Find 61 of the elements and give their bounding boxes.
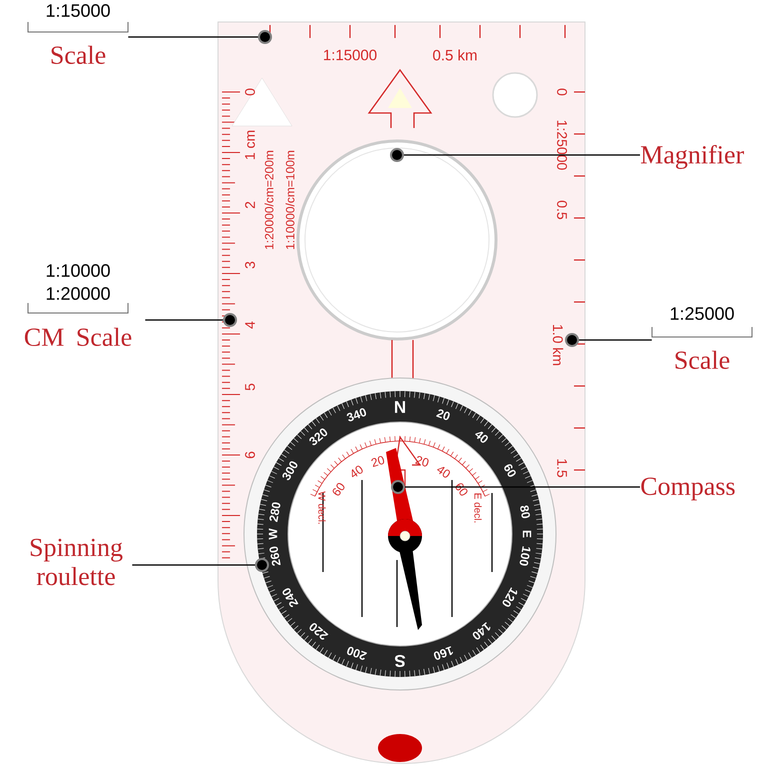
dial-number: S	[395, 654, 406, 668]
callout-label: Compass	[641, 478, 735, 500]
declination-number: W decl.	[318, 491, 326, 524]
scale-number: 1:15000	[324, 50, 376, 60]
dial-number: 240	[282, 588, 298, 607]
leader-line	[145, 319, 223, 321]
scale-number: 4	[245, 322, 255, 329]
dial-number: 20	[436, 409, 450, 420]
leader-line	[128, 36, 258, 38]
dial-number: 320	[309, 428, 328, 446]
dot-marker	[391, 480, 405, 494]
callout-label: 1:25000 Scale	[652, 307, 752, 370]
scale-number: 1.5	[557, 459, 567, 478]
declination-number: 20	[371, 456, 384, 468]
scale-number: 1 cm	[245, 130, 255, 160]
scale-number: 3	[245, 262, 255, 268]
dial-number: 60	[504, 464, 516, 477]
callout-label: Magnifier	[640, 145, 744, 169]
dial-number: N	[395, 401, 405, 413]
scale-number: 5	[245, 384, 255, 390]
dial-number: 100	[520, 546, 530, 566]
scale-number: 1.0 km	[552, 325, 564, 366]
dot-marker	[390, 148, 404, 162]
callout-label: 1:10000 1:20000 CM Scale	[24, 264, 132, 346]
declination-number: E decl.	[474, 494, 482, 522]
dial-number: E	[522, 530, 532, 538]
scale-number: 0.5 km	[433, 49, 476, 60]
scale-number: 0	[245, 88, 255, 96]
dial-number: 340	[346, 408, 366, 422]
leader-line	[132, 564, 255, 566]
dial-number: 300	[282, 461, 298, 480]
scale-number: 6	[245, 452, 255, 458]
leader-line	[404, 154, 640, 156]
scale-number: 0	[557, 88, 567, 96]
declination-number: 20	[415, 456, 429, 466]
dot-marker	[255, 558, 269, 572]
callout-label: 1:15000 Scale	[28, 4, 128, 64]
dial-number: 200	[347, 646, 368, 660]
scale-number: 2	[245, 202, 255, 208]
dial-number: 120	[502, 587, 518, 607]
leader-line	[579, 339, 652, 341]
dial-number: 40	[475, 432, 488, 443]
declination-number: 40	[437, 466, 450, 478]
dial-number: W	[268, 528, 278, 540]
dial-number: 260	[270, 546, 281, 566]
dot-marker	[565, 333, 579, 347]
scale-number: 1:20000/cm=200m	[264, 150, 274, 249]
callout-label: Spinning roulette	[30, 538, 122, 586]
declination-number: 60	[332, 482, 344, 496]
scale-number: 1:25000	[557, 120, 567, 170]
dial-number: 140	[472, 622, 490, 640]
scale-number: 0.5	[557, 200, 567, 220]
dot-marker	[258, 30, 272, 44]
dot-marker	[223, 313, 237, 327]
scale-number: 1:10000/cm=100m	[286, 150, 294, 249]
dial-number: 220	[310, 623, 328, 640]
dial-number: 80	[520, 505, 530, 518]
dial-number: 160	[434, 646, 453, 660]
dial-number: 280	[270, 502, 280, 522]
declination-number: 40	[352, 466, 363, 478]
leader-line	[405, 486, 640, 488]
